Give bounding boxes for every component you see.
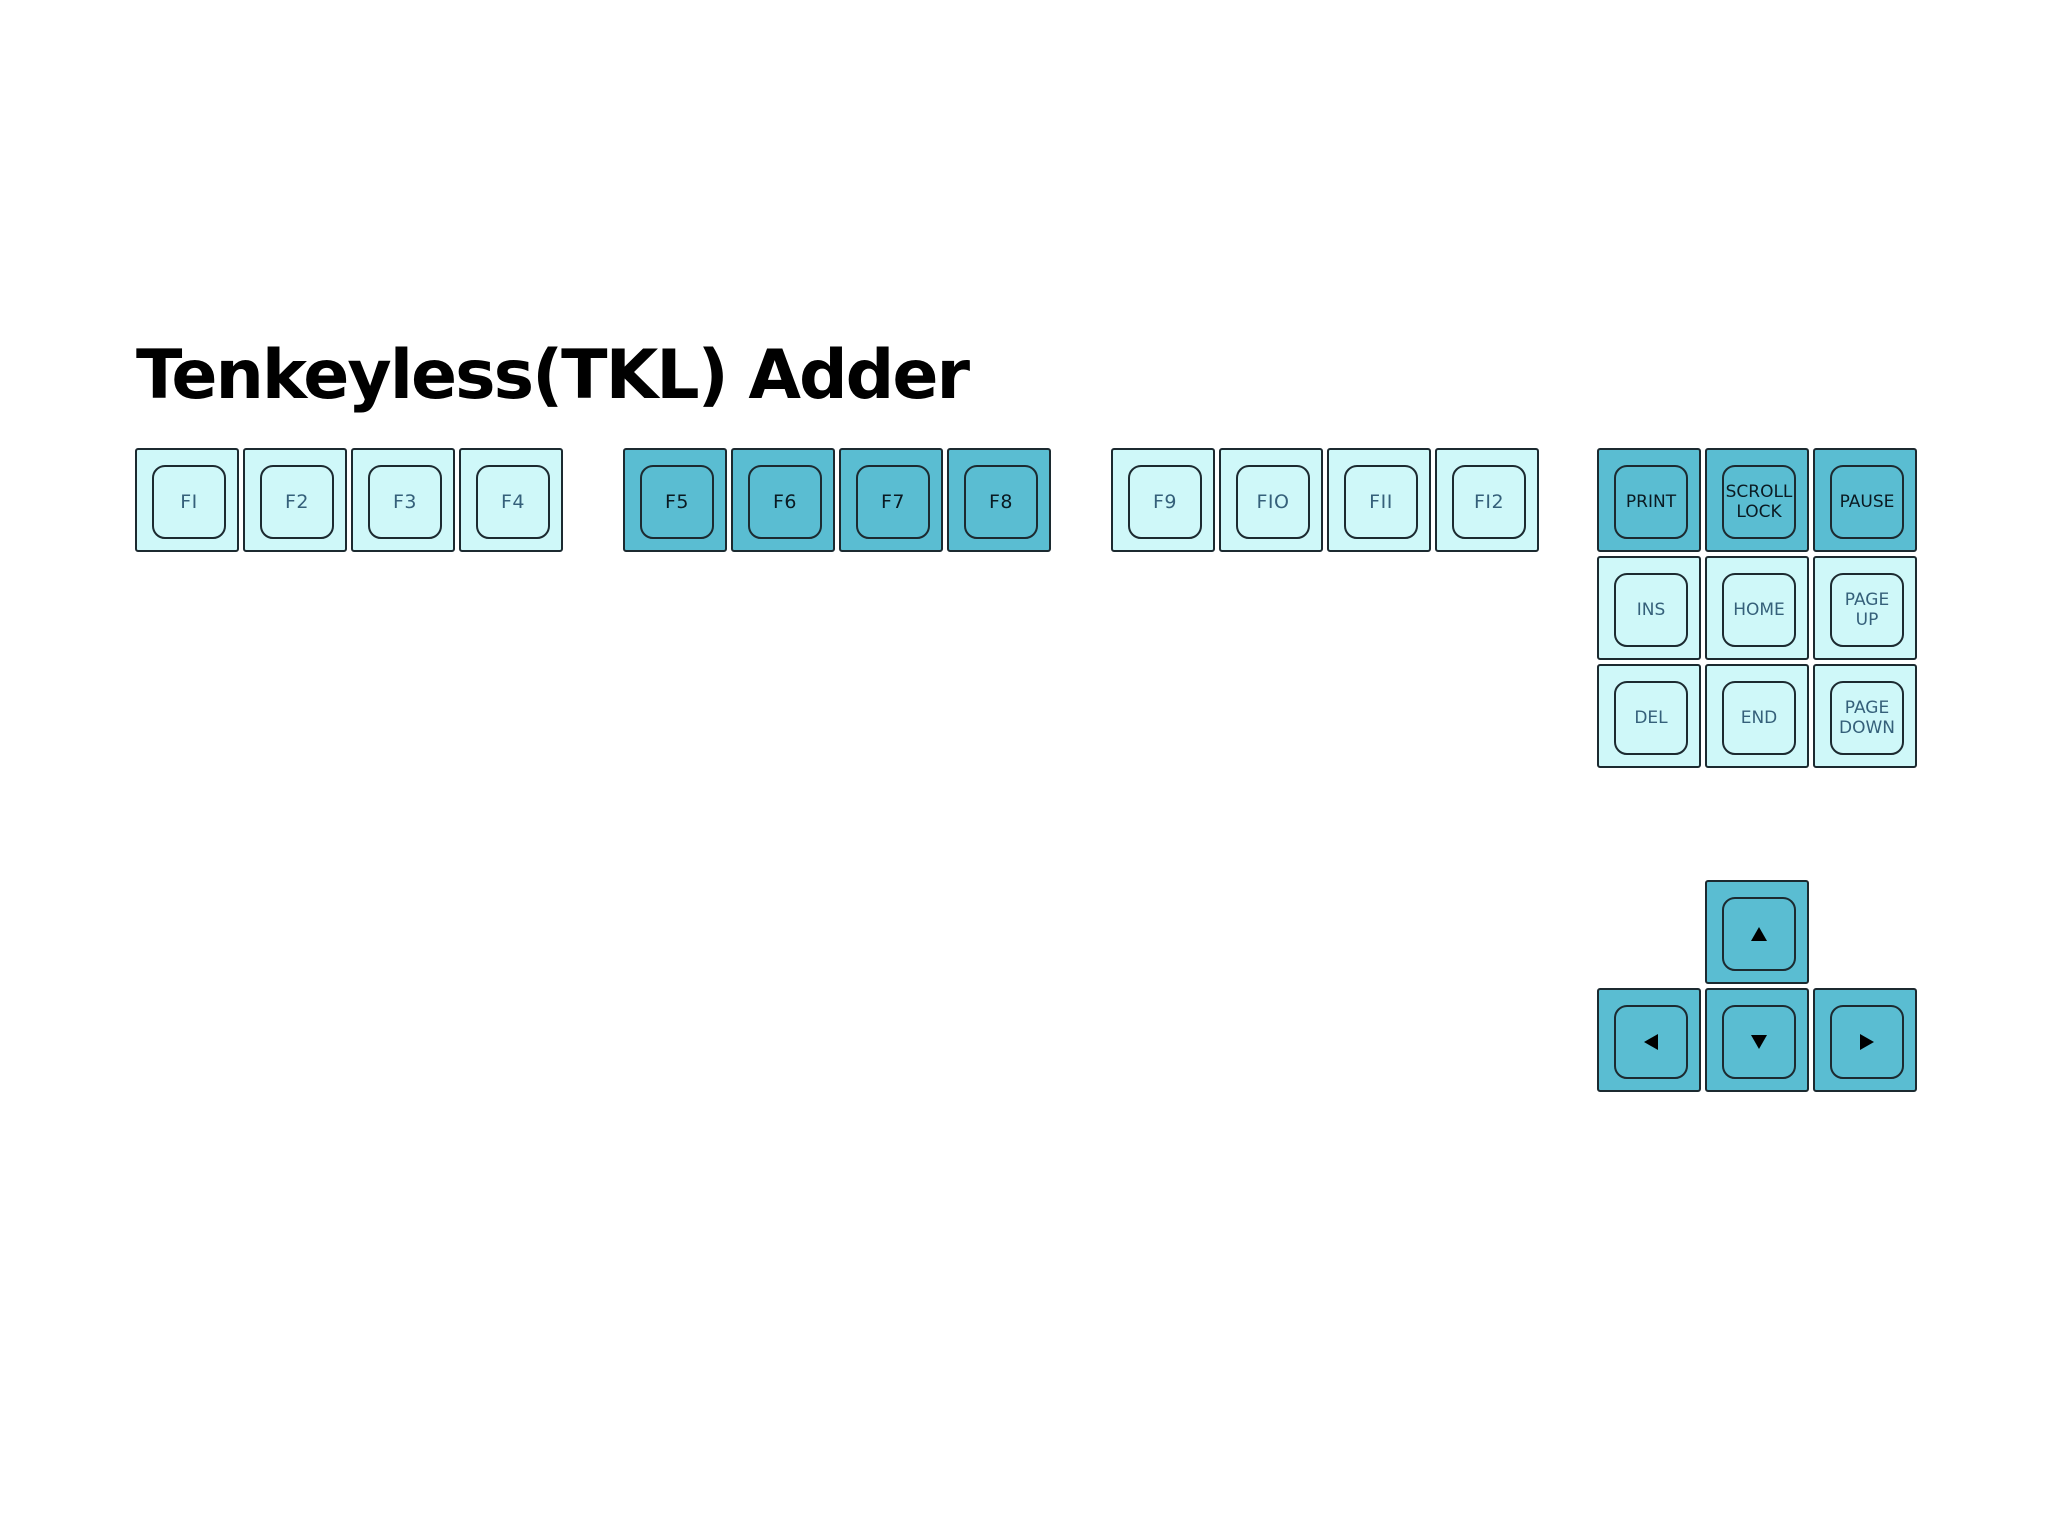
key-legend: F8 [988,491,1014,513]
key-legend: PAUSE [1839,492,1895,512]
key-f3[interactable]: F3 [351,448,455,552]
key-f11[interactable]: FII [1327,448,1431,552]
keycap: F9 [1128,465,1202,539]
key-legend: PRINT [1625,492,1677,512]
key-print[interactable]: PRINT [1597,448,1701,552]
keycap: F8 [964,465,1038,539]
keycap [1722,1005,1796,1079]
key-legend: FI2 [1473,491,1505,513]
key-f4[interactable]: F4 [459,448,563,552]
keycap: F7 [856,465,930,539]
key-legend: PAGE DOWN [1839,698,1895,738]
key-scroll-lock[interactable]: SCROLL LOCK [1705,448,1809,552]
keycap: HOME [1722,573,1796,647]
key-f6[interactable]: F6 [731,448,835,552]
key-legend: SCROLL LOCK [1725,482,1793,522]
key-legend: F6 [772,491,798,513]
keycap: FIO [1236,465,1310,539]
keycap: FII [1344,465,1418,539]
arrow-down-icon [1751,1035,1767,1049]
key-legend: F3 [392,491,418,513]
key-legend: PAGE UP [1844,590,1890,630]
keycap: F5 [640,465,714,539]
key-page-down[interactable]: PAGE DOWN [1813,664,1917,768]
keycap: PAGE DOWN [1830,681,1904,755]
keycap [1722,897,1796,971]
key-legend: INS [1636,600,1666,620]
key-f5[interactable]: F5 [623,448,727,552]
key-f10[interactable]: FIO [1219,448,1323,552]
keycap: INS [1614,573,1688,647]
key-f2[interactable]: F2 [243,448,347,552]
keycap: DEL [1614,681,1688,755]
keycap: F2 [260,465,334,539]
keycap: FI [152,465,226,539]
arrow-up-icon [1751,927,1767,941]
key-legend: FI [180,491,198,513]
keycap: PAGE UP [1830,573,1904,647]
key-legend: HOME [1733,600,1785,620]
key-arrow-down[interactable] [1705,988,1809,1092]
key-legend: FIO [1256,491,1290,513]
key-f1[interactable]: FI [135,448,239,552]
key-pause[interactable]: PAUSE [1813,448,1917,552]
keycap: F4 [476,465,550,539]
key-legend: F4 [500,491,526,513]
keycap [1614,1005,1688,1079]
key-f12[interactable]: FI2 [1435,448,1539,552]
key-delete[interactable]: DEL [1597,664,1701,768]
keycap: PAUSE [1830,465,1904,539]
keycap: SCROLL LOCK [1722,465,1796,539]
keycap: F3 [368,465,442,539]
key-legend: F7 [880,491,906,513]
key-legend: FII [1369,491,1393,513]
key-arrow-up[interactable] [1705,880,1809,984]
key-end[interactable]: END [1705,664,1809,768]
key-f7[interactable]: F7 [839,448,943,552]
keycap: PRINT [1614,465,1688,539]
key-arrow-left[interactable] [1597,988,1701,1092]
key-f8[interactable]: F8 [947,448,1051,552]
key-legend: END [1740,708,1778,728]
page-title: Tenkeyless(TKL) Adder [136,336,970,415]
keycap: FI2 [1452,465,1526,539]
key-page-up[interactable]: PAGE UP [1813,556,1917,660]
keycap [1830,1005,1904,1079]
key-legend: F9 [1152,491,1178,513]
key-home[interactable]: HOME [1705,556,1809,660]
key-f9[interactable]: F9 [1111,448,1215,552]
keycap: END [1722,681,1796,755]
key-legend: DEL [1634,708,1668,728]
key-legend: F2 [284,491,310,513]
arrow-right-icon [1860,1034,1874,1050]
key-legend: F5 [664,491,690,513]
key-insert[interactable]: INS [1597,556,1701,660]
arrow-left-icon [1644,1034,1658,1050]
keycap: F6 [748,465,822,539]
key-arrow-right[interactable] [1813,988,1917,1092]
